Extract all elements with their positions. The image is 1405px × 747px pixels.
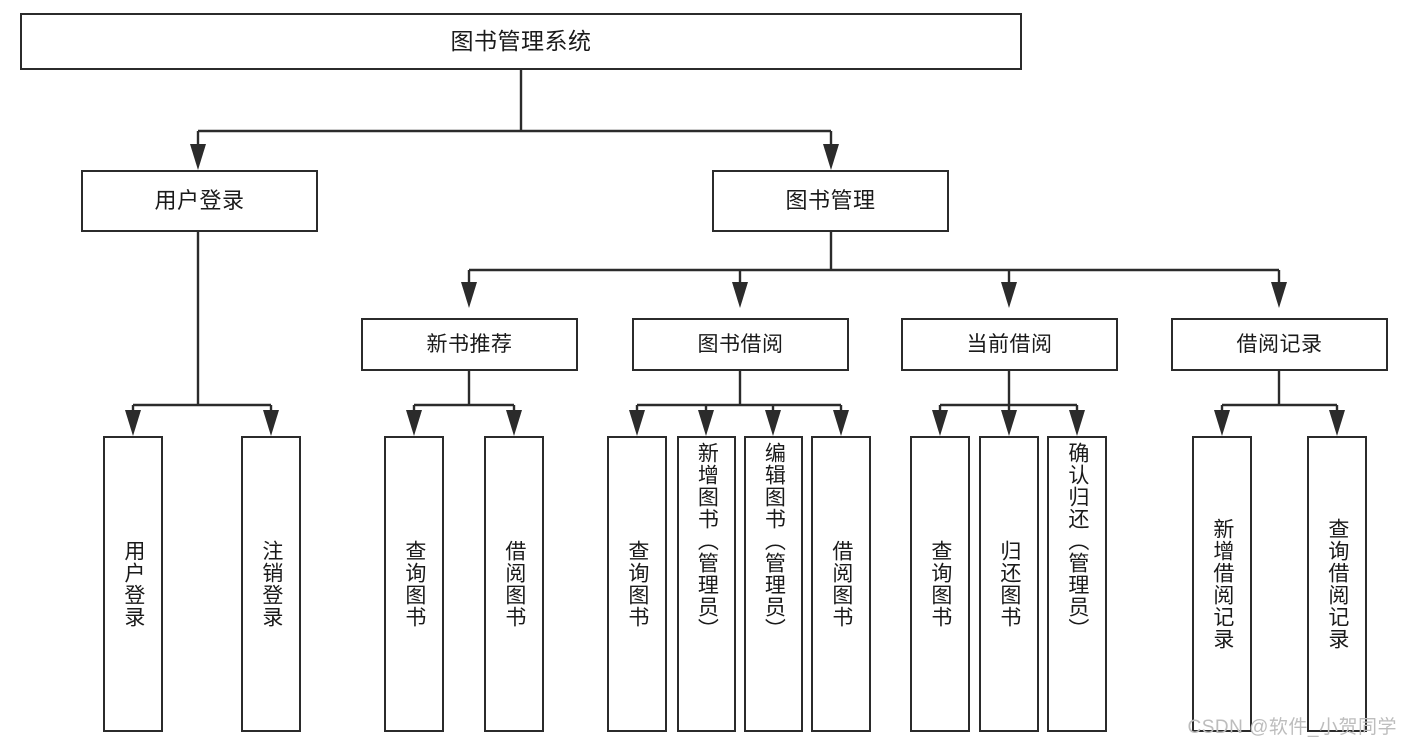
node-label: 新增借阅记录 (1210, 518, 1234, 650)
node-label: 新书推荐 (426, 333, 513, 356)
node-label: 用户登录 (154, 188, 245, 213)
leaf-query-book-recommend[interactable]: 查询图书 (384, 436, 444, 732)
leaf-add-borrow-record[interactable]: 新增借阅记录 (1192, 436, 1252, 732)
leaf-query-book-current[interactable]: 查询图书 (910, 436, 970, 732)
leaf-confirm-return-admin[interactable]: 确认归还（管理员） (1047, 436, 1107, 732)
leaf-query-book-borrow[interactable]: 查询图书 (607, 436, 667, 732)
node-current-borrow[interactable]: 当前借阅 (901, 318, 1118, 371)
node-label: 确认归还（管理员） (1065, 442, 1089, 640)
leaf-edit-book-admin[interactable]: 编辑图书（管理员） (744, 436, 803, 732)
node-label: 新增图书（管理员） (695, 442, 719, 640)
node-label: 图书借阅 (697, 333, 784, 356)
node-label: 用户登录 (121, 540, 145, 628)
node-book-borrow[interactable]: 图书借阅 (632, 318, 849, 371)
node-label: 归还图书 (997, 540, 1021, 628)
leaf-user-login[interactable]: 用户登录 (103, 436, 163, 732)
node-label: 图书管理 (785, 188, 876, 213)
leaf-user-logout[interactable]: 注销登录 (241, 436, 301, 732)
node-label: 查询借阅记录 (1325, 518, 1349, 650)
leaf-return-book[interactable]: 归还图书 (979, 436, 1039, 732)
node-label: 查询图书 (625, 540, 649, 628)
node-label: 查询图书 (928, 540, 952, 628)
node-label: 注销登录 (259, 540, 283, 628)
node-book-management[interactable]: 图书管理 (712, 170, 949, 232)
node-new-book-recommend[interactable]: 新书推荐 (361, 318, 578, 371)
node-root-system[interactable]: 图书管理系统 (20, 13, 1022, 70)
node-label: 当前借阅 (966, 333, 1053, 356)
node-label: 借阅图书 (829, 540, 853, 628)
node-label: 图书管理系统 (450, 28, 592, 54)
node-label: 借阅记录 (1236, 333, 1323, 356)
node-label: 编辑图书（管理员） (762, 442, 786, 640)
node-label: 借阅图书 (502, 540, 526, 628)
node-label: 查询图书 (402, 540, 426, 628)
leaf-borrow-book-recommend[interactable]: 借阅图书 (484, 436, 544, 732)
node-borrow-record[interactable]: 借阅记录 (1171, 318, 1388, 371)
leaf-borrow-book[interactable]: 借阅图书 (811, 436, 871, 732)
node-user-login[interactable]: 用户登录 (81, 170, 318, 232)
leaf-query-borrow-record[interactable]: 查询借阅记录 (1307, 436, 1367, 732)
leaf-add-book-admin[interactable]: 新增图书（管理员） (677, 436, 736, 732)
watermark-text: CSDN @软件_小贺同学 (1187, 717, 1397, 738)
